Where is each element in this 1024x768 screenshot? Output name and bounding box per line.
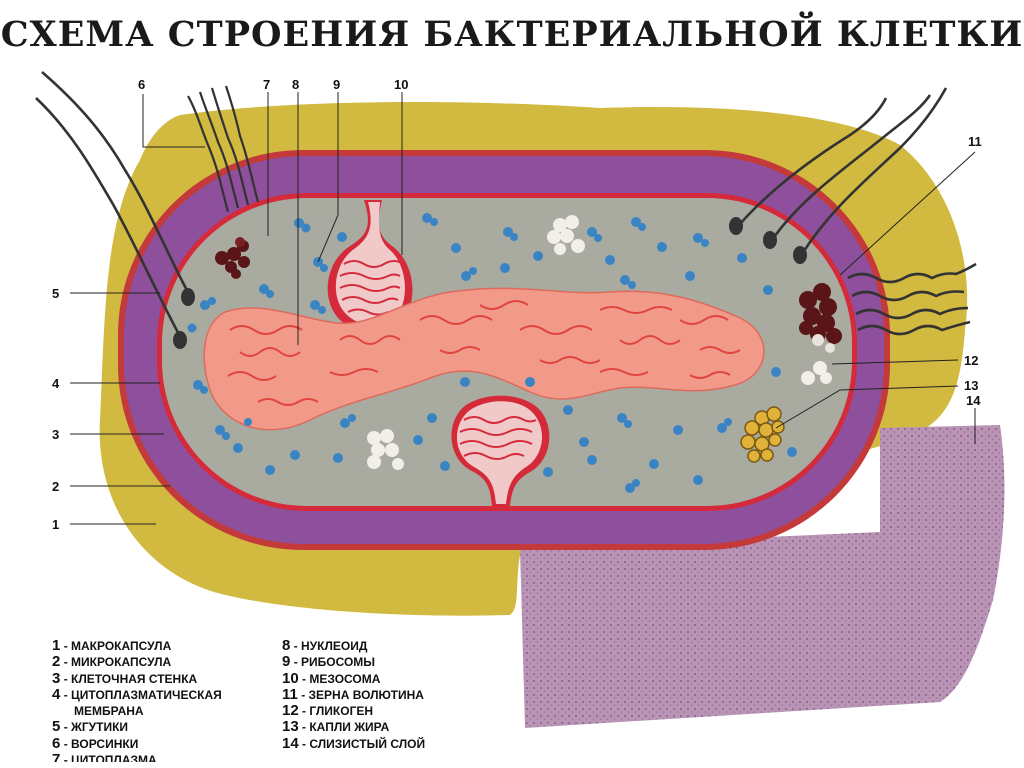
legend-item: 5 - ЖГУТИКИ	[52, 718, 222, 736]
legend-item: 4 - ЦИТОПЛАЗМАТИЧЕСКАЯ	[52, 685, 222, 703]
legend-item-partial: 7 - ЦИТОПЛАЗМА	[52, 752, 222, 768]
callout-11: 11	[968, 134, 982, 149]
legend-item: 8 - НУКЛЕОИД	[282, 637, 425, 654]
fat-droplets	[740, 406, 785, 463]
callout-5: 5	[52, 286, 59, 301]
legend-label: - МИКРОКАПСУЛА	[63, 655, 172, 670]
legend-number: 8	[282, 637, 291, 654]
callout-10: 10	[394, 77, 408, 92]
leader-lines	[70, 92, 976, 525]
legend-item: 13 - КАПЛИ ЖИРА	[282, 718, 425, 736]
callout-2: 2	[52, 479, 59, 494]
legend-number: 4	[52, 685, 61, 703]
legend-label: - ГЛИКОГЕН	[302, 704, 374, 719]
callout-7: 7	[263, 77, 270, 92]
legend-label: - ЦИТОПЛАЗМАТИЧЕСКАЯ	[63, 687, 222, 702]
legend-number: 14	[282, 734, 299, 752]
legend-number: 3	[52, 669, 61, 687]
mesosome-bottom	[451, 395, 550, 506]
legend-item: 10 - МЕЗОСОМА	[282, 669, 425, 687]
legend-label: - КАПЛИ ЖИРА	[302, 720, 390, 735]
legend-item-continuation: МЕМБРАНА	[74, 704, 144, 719]
glycogen-granules	[367, 215, 832, 470]
legend-number: 11	[282, 685, 298, 703]
callout-12: 12	[964, 353, 978, 368]
mesosome-top	[327, 200, 413, 333]
legend-number: 5	[52, 718, 61, 736]
volutin-granules	[215, 237, 842, 353]
callout-9: 9	[333, 77, 340, 92]
legend-number: 2	[52, 653, 61, 671]
legend-number: 10	[282, 669, 299, 687]
legend-number: 12	[282, 702, 299, 720]
legend-number: 13	[282, 718, 299, 736]
legend-item: 2 - МИКРОКАПСУЛА	[52, 653, 222, 671]
slime-layer	[520, 425, 1005, 728]
legend-item: 14 - СЛИЗИСТЫЙ СЛОЙ	[282, 734, 426, 752]
legend-item: 3 - КЛЕТОЧНАЯ СТЕНКА	[52, 669, 222, 687]
legend-label: - ЗЕРНА ВОЛЮТИНА	[301, 687, 424, 702]
page-title: СХЕМА СТРОЕНИЯ БАКТЕРИАЛЬНОЙ КЛЕТКИ	[0, 14, 1024, 55]
callout-4: 4	[52, 376, 60, 391]
legend-label: - МАКРОКАПСУЛА	[63, 639, 172, 653]
legend-number: 9	[282, 653, 291, 671]
legend-label: - МЕЗОСОМА	[302, 671, 381, 686]
ribosomes	[187, 213, 797, 493]
legend-label: - ВОРСИНКИ	[63, 736, 139, 751]
legend-number: 1	[52, 637, 61, 654]
legend-right: 8 - НУКЛЕОИД 9 - РИБОСОМЫ 10 - МЕЗОСОМА …	[282, 637, 426, 752]
legend-label: - КЛЕТОЧНАЯ СТЕНКА	[63, 671, 198, 686]
legend-item: 12 - ГЛИКОГЕН	[282, 702, 425, 720]
callout-6: 6	[138, 77, 145, 92]
nucleoid	[203, 287, 765, 431]
legend-label: - РИБОСОМЫ	[293, 655, 376, 670]
pili	[187, 85, 260, 213]
callout-14: 14	[966, 393, 981, 408]
legend-label: - СЛИЗИСТЫЙ СЛОЙ	[302, 736, 426, 751]
legend-number: 7	[52, 752, 61, 763]
legend-label: - ЦИТОПЛАЗМА	[63, 753, 157, 763]
legend-item: 1 - МАКРОКАПСУЛА	[52, 637, 222, 654]
legend-label: - ЖГУТИКИ	[63, 720, 129, 735]
legend-item: 9 - РИБОСОМЫ	[282, 653, 425, 671]
legend-item: 6 - ВОРСИНКИ	[52, 734, 222, 752]
callout-3: 3	[52, 427, 59, 442]
legend-label: - НУКЛЕОИД	[293, 639, 368, 653]
callout-1: 1	[52, 517, 59, 532]
callout-8: 8	[292, 77, 299, 92]
legend-item: 11 - ЗЕРНА ВОЛЮТИНА	[282, 685, 425, 703]
callout-13: 13	[964, 378, 978, 393]
legend-left: 1 - МАКРОКАПСУЛА 2 - МИКРОКАПСУЛА 3 - КЛ…	[52, 637, 222, 768]
legend-number: 6	[52, 734, 61, 752]
flagella	[35, 71, 977, 341]
flagella-basal-bodies	[173, 217, 807, 349]
